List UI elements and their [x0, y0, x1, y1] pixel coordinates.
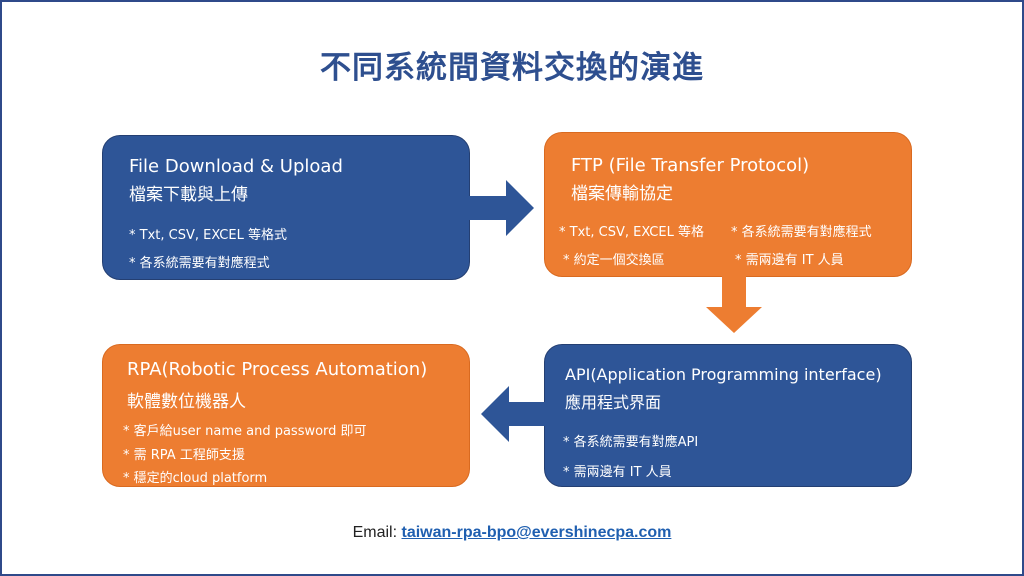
- arrow-down-icon: [706, 275, 762, 333]
- ftp-bullet-3: * 約定一個交換區: [563, 253, 665, 268]
- rpa-bullet-2: * 需 RPA 工程師支援: [123, 448, 245, 463]
- arrow-left-icon: [481, 386, 547, 442]
- file-transfer-bullet-2: * 各系統需要有對應程式: [129, 256, 270, 271]
- ftp-bullet-1: * Txt, CSV, EXCEL 等格: [559, 225, 704, 240]
- api-bullet-2: * 需兩邊有 IT 人員: [563, 465, 672, 480]
- ftp-box: FTP (File Transfer Protocol) 檔案傳輸協定 * Tx…: [544, 132, 912, 277]
- api-box: API(Application Programming interface) 應…: [544, 344, 912, 487]
- rpa-box: RPA(Robotic Process Automation) 軟體數位機器人 …: [102, 344, 470, 487]
- api-bullet-1: * 各系統需要有對應API: [563, 435, 699, 450]
- file-transfer-title: File Download & Upload: [129, 156, 343, 177]
- email-label: Email:: [352, 524, 398, 541]
- footer-contact: Email: taiwan-rpa-bpo@evershinecpa.com: [2, 524, 1022, 542]
- slide-title: 不同系統間資料交換的演進: [320, 50, 704, 86]
- file-transfer-box: File Download & Upload 檔案下載與上傳 * Txt, CS…: [102, 135, 470, 280]
- arrow-right-icon: [468, 180, 534, 236]
- file-transfer-subtitle: 檔案下載與上傳: [129, 185, 248, 205]
- rpa-bullet-1: * 客戶給user name and password 即可: [123, 424, 367, 439]
- rpa-subtitle: 軟體數位機器人: [127, 392, 246, 412]
- api-title: API(Application Programming interface): [565, 365, 882, 384]
- email-link[interactable]: taiwan-rpa-bpo@evershinecpa.com: [401, 524, 672, 541]
- rpa-bullet-3: * 穩定的cloud platform: [123, 471, 268, 486]
- file-transfer-bullet-1: * Txt, CSV, EXCEL 等格式: [129, 228, 287, 243]
- rpa-title: RPA(Robotic Process Automation): [127, 359, 428, 380]
- api-subtitle: 應用程式界面: [565, 393, 662, 412]
- ftp-subtitle: 檔案傳輸協定: [571, 184, 673, 204]
- ftp-bullet-4: * 需兩邊有 IT 人員: [735, 253, 844, 268]
- ftp-title: FTP (File Transfer Protocol): [571, 155, 810, 176]
- ftp-bullet-2: * 各系統需要有對應程式: [731, 225, 872, 240]
